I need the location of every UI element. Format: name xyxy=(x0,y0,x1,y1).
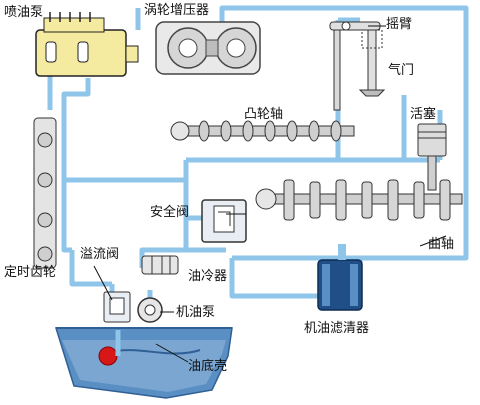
crankshaft xyxy=(255,179,463,221)
label-camshaft: 凸轮轴 xyxy=(244,107,284,122)
camshaft xyxy=(170,120,355,142)
piston xyxy=(417,123,447,191)
injection-pump xyxy=(35,12,139,77)
label-crankshaft: 曲轴 xyxy=(428,237,455,252)
label-oil-filter: 机油滤清器 xyxy=(304,321,370,336)
label-overflow-valve: 溢流阀 xyxy=(80,247,120,262)
label-piston: 活塞 xyxy=(410,107,437,122)
label-oil-pump: 机油泵 xyxy=(176,305,216,320)
oil-pump xyxy=(137,297,163,323)
safety-valve xyxy=(201,199,247,243)
label-timing-gear: 定时齿轮 xyxy=(4,265,57,280)
rocker-arm xyxy=(329,21,381,111)
oil-strainer-ball xyxy=(98,346,118,366)
label-injection-pump: 喷油泵 xyxy=(4,5,44,20)
label-rocker-arm: 摇臂 xyxy=(386,17,413,32)
label-oil-cooler: 油冷器 xyxy=(188,269,228,284)
label-valve: 气门 xyxy=(388,63,415,78)
timing-gear-train xyxy=(33,117,57,269)
label-turbocharger: 涡轮增压器 xyxy=(144,3,210,18)
turbocharger xyxy=(155,21,261,75)
leader-lines xyxy=(93,25,447,363)
label-oil-pan: 油底壳 xyxy=(188,359,228,374)
overflow-valve xyxy=(103,291,131,323)
oil-cooler xyxy=(141,255,179,275)
oil-filter xyxy=(317,244,363,311)
valve xyxy=(358,29,386,97)
label-safety-valve: 安全阀 xyxy=(150,205,190,220)
